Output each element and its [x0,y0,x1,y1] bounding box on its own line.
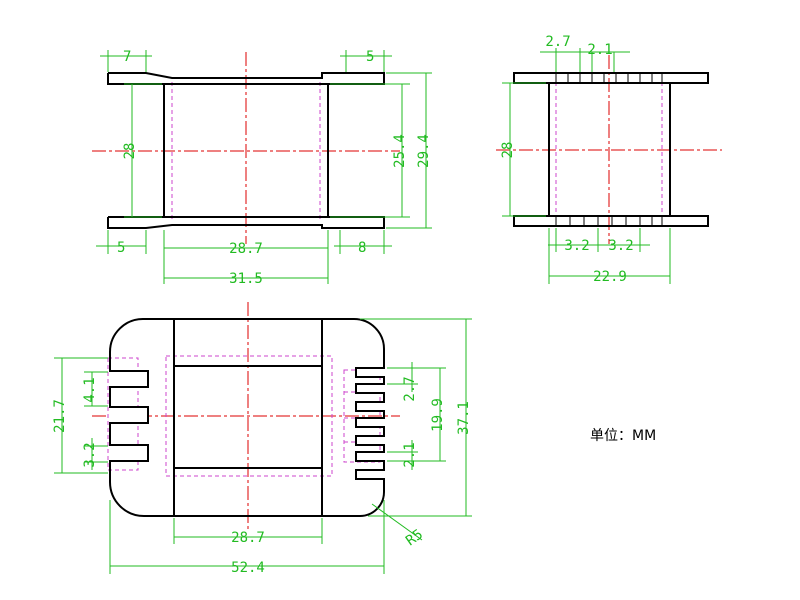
front-view: 7 5 28 25.4 29.4 5 8 28.7 31.5 [92,49,432,287]
front-outline [107,72,385,229]
side-dimension-lines [502,48,671,284]
front-centerlines [92,52,400,244]
bottom-dim-4-1: 4.1 [82,377,98,402]
front-dim-28: 28 [122,143,138,160]
side-dim-2-1: 2.1 [587,42,612,58]
side-hidden-lines [555,82,663,218]
bottom-dim-28-7: 28.7 [231,530,265,546]
bottom-outline [109,317,385,517]
bottom-dim-3-2: 3.2 [82,442,98,467]
side-outline [513,72,709,227]
bottom-dimension-lines [54,318,472,574]
bottom-dim-r5: R5 [403,527,426,550]
unit-label: 单位：MM [590,428,656,444]
bottom-dim-19-9: 19.9 [430,398,446,432]
front-dimension-lines [96,50,432,284]
front-dim-8: 8 [358,240,366,256]
side-dim-22-9: 22.9 [593,269,627,285]
front-hidden-lines [171,82,321,220]
bottom-left-slots [109,370,149,462]
front-dim-31-5: 31.5 [229,271,263,287]
side-centerlines [496,55,722,244]
side-view: 2.7 2.1 28 3.2 3.2 22.9 [496,34,722,285]
front-dim-29-4: 29.4 [416,134,432,168]
bottom-right-slots [355,367,385,480]
side-dim-28: 28 [500,142,516,159]
side-pin-slots [555,73,663,226]
side-dim-3-2-left: 3.2 [564,238,589,254]
front-dim-5-bottom: 5 [117,240,125,256]
side-dim-2-7: 2.7 [545,34,570,50]
bottom-dim-2-7: 2.7 [402,376,418,401]
front-dim-25-4: 25.4 [392,134,408,168]
front-dim-28-7: 28.7 [229,241,263,257]
bottom-dim-2-1: 2.1 [402,442,418,467]
bottom-view: 21.7 4.1 3.2 2.7 19.9 2.1 37.1 R5 28.7 5… [52,302,472,576]
bottom-dim-21-7: 21.7 [52,399,68,433]
bottom-dim-37-1: 37.1 [456,401,472,435]
front-dim-5-top: 5 [366,49,374,65]
bottom-dim-52-4: 52.4 [231,560,265,576]
front-dim-7: 7 [123,49,131,65]
side-dim-3-2-right: 3.2 [608,238,633,254]
